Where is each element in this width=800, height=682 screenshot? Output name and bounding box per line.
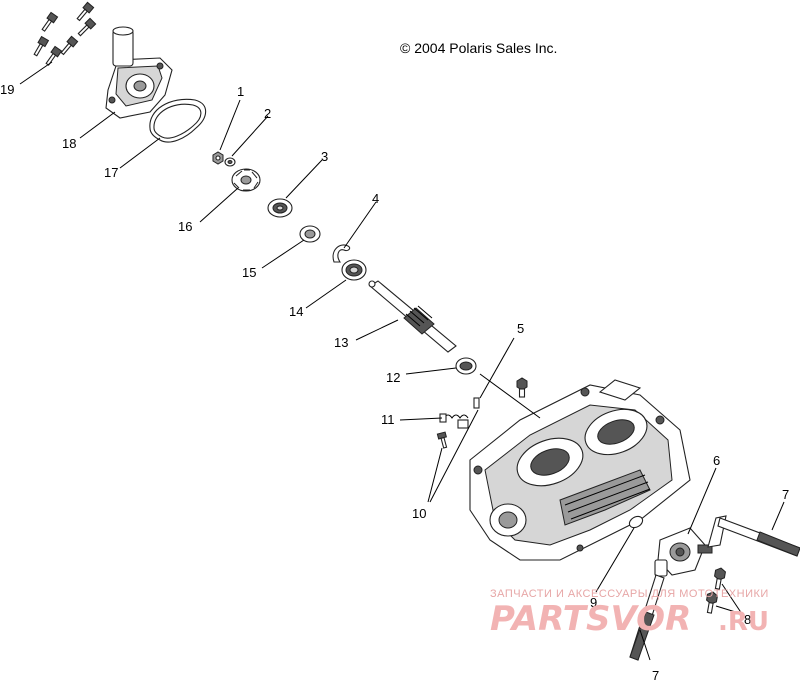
plug [516,377,528,398]
pin [473,397,480,409]
snap-ring [332,244,351,263]
callout-12: 12 [386,370,400,385]
seal [267,198,293,218]
callout-1: 1 [237,84,244,99]
crankcase [469,379,691,561]
nut [212,151,224,165]
bearing [341,259,367,281]
callout-13: 13 [334,335,348,350]
bolt [41,11,59,32]
callout-3: 3 [321,149,328,164]
callout-7-lower: 7 [652,668,659,682]
leader-lines [19,61,785,661]
gasket-inner [153,103,202,139]
callout-11: 11 [381,412,395,427]
callout-17: 17 [104,165,118,180]
callout-14: 14 [289,304,303,319]
bolt [76,1,95,22]
callout-9: 9 [590,595,597,610]
shaft-seal [455,357,477,375]
callout-15: 15 [242,265,256,280]
bolt [45,45,63,66]
callout-5: 5 [517,321,524,336]
copyright-notice: © 2004 Polaris Sales Inc. [400,40,558,56]
bolt [33,35,50,57]
bolt [77,17,97,37]
o-ring [628,515,644,529]
callout-2: 2 [264,106,271,121]
spring [439,413,469,429]
callout-10: 10 [412,506,426,521]
watermark-brand: PARTSVOR [490,599,691,639]
oil-line-upper [707,515,800,557]
callout-19: 19 [0,82,14,97]
callout-8: 8 [744,612,751,627]
watermark-tld: .RU [718,607,769,637]
callout-18: 18 [62,136,76,151]
watermark: ЗАПЧАСТИ И АКСЕССУАРЫ ДЛЯ МОТОТЕХНИКИ PA… [490,588,769,639]
washer-large [299,225,321,243]
washer [224,157,236,167]
callout-labels: 19 18 17 1 2 16 3 15 4 14 13 12 5 11 10 … [0,82,789,682]
callout-4: 4 [372,191,379,206]
bolt [706,591,718,614]
bolt-group [33,1,97,66]
oil-pump [654,527,713,577]
pump-housing [105,26,173,119]
screw [436,431,448,449]
bolt [714,567,726,590]
watermark-tagline: ЗАПЧАСТИ И АКСЕССУАРЫ ДЛЯ МОТОТЕХНИКИ [490,588,769,600]
bolt [60,35,79,56]
pump-shaft [368,280,457,353]
impeller [231,168,261,192]
callout-16: 16 [178,219,192,234]
callout-7-upper: 7 [782,487,789,502]
callout-6: 6 [713,453,720,468]
